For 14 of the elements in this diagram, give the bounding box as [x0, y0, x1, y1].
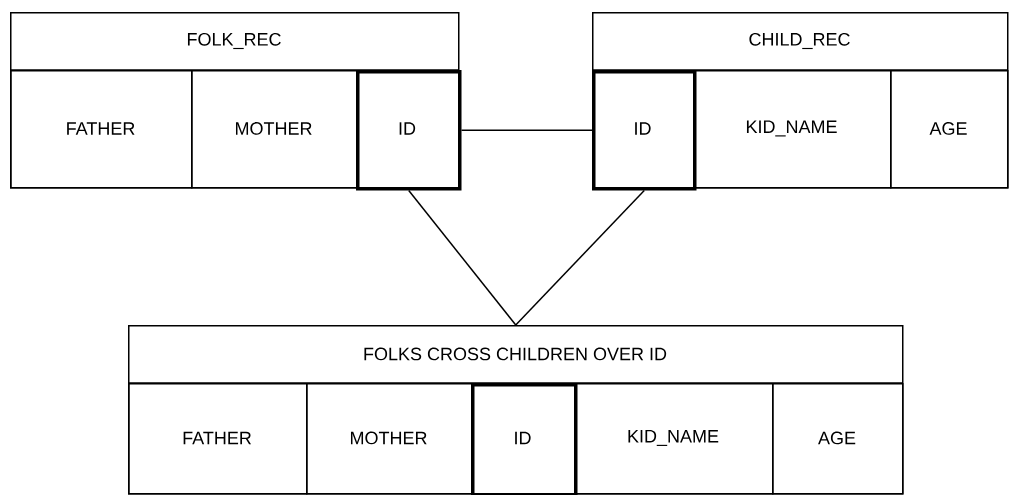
connector-line — [460, 129, 593, 131]
table-cell: KID_NAME — [693, 70, 892, 189]
table-cell: ID — [592, 70, 697, 191]
connector-line — [408, 189, 517, 326]
table-cell: FATHER — [10, 70, 193, 189]
connector-line — [515, 189, 645, 326]
table-cell: MOTHER — [306, 383, 473, 495]
table-cell: ID — [471, 383, 578, 495]
table-cell: MOTHER — [191, 70, 358, 189]
table-cell: KID_NAME — [574, 383, 774, 495]
table-cell: AGE — [890, 70, 1009, 189]
table-cell: AGE — [772, 383, 904, 495]
table-cell: ID — [356, 70, 462, 191]
table-cell: FATHER — [128, 383, 308, 495]
